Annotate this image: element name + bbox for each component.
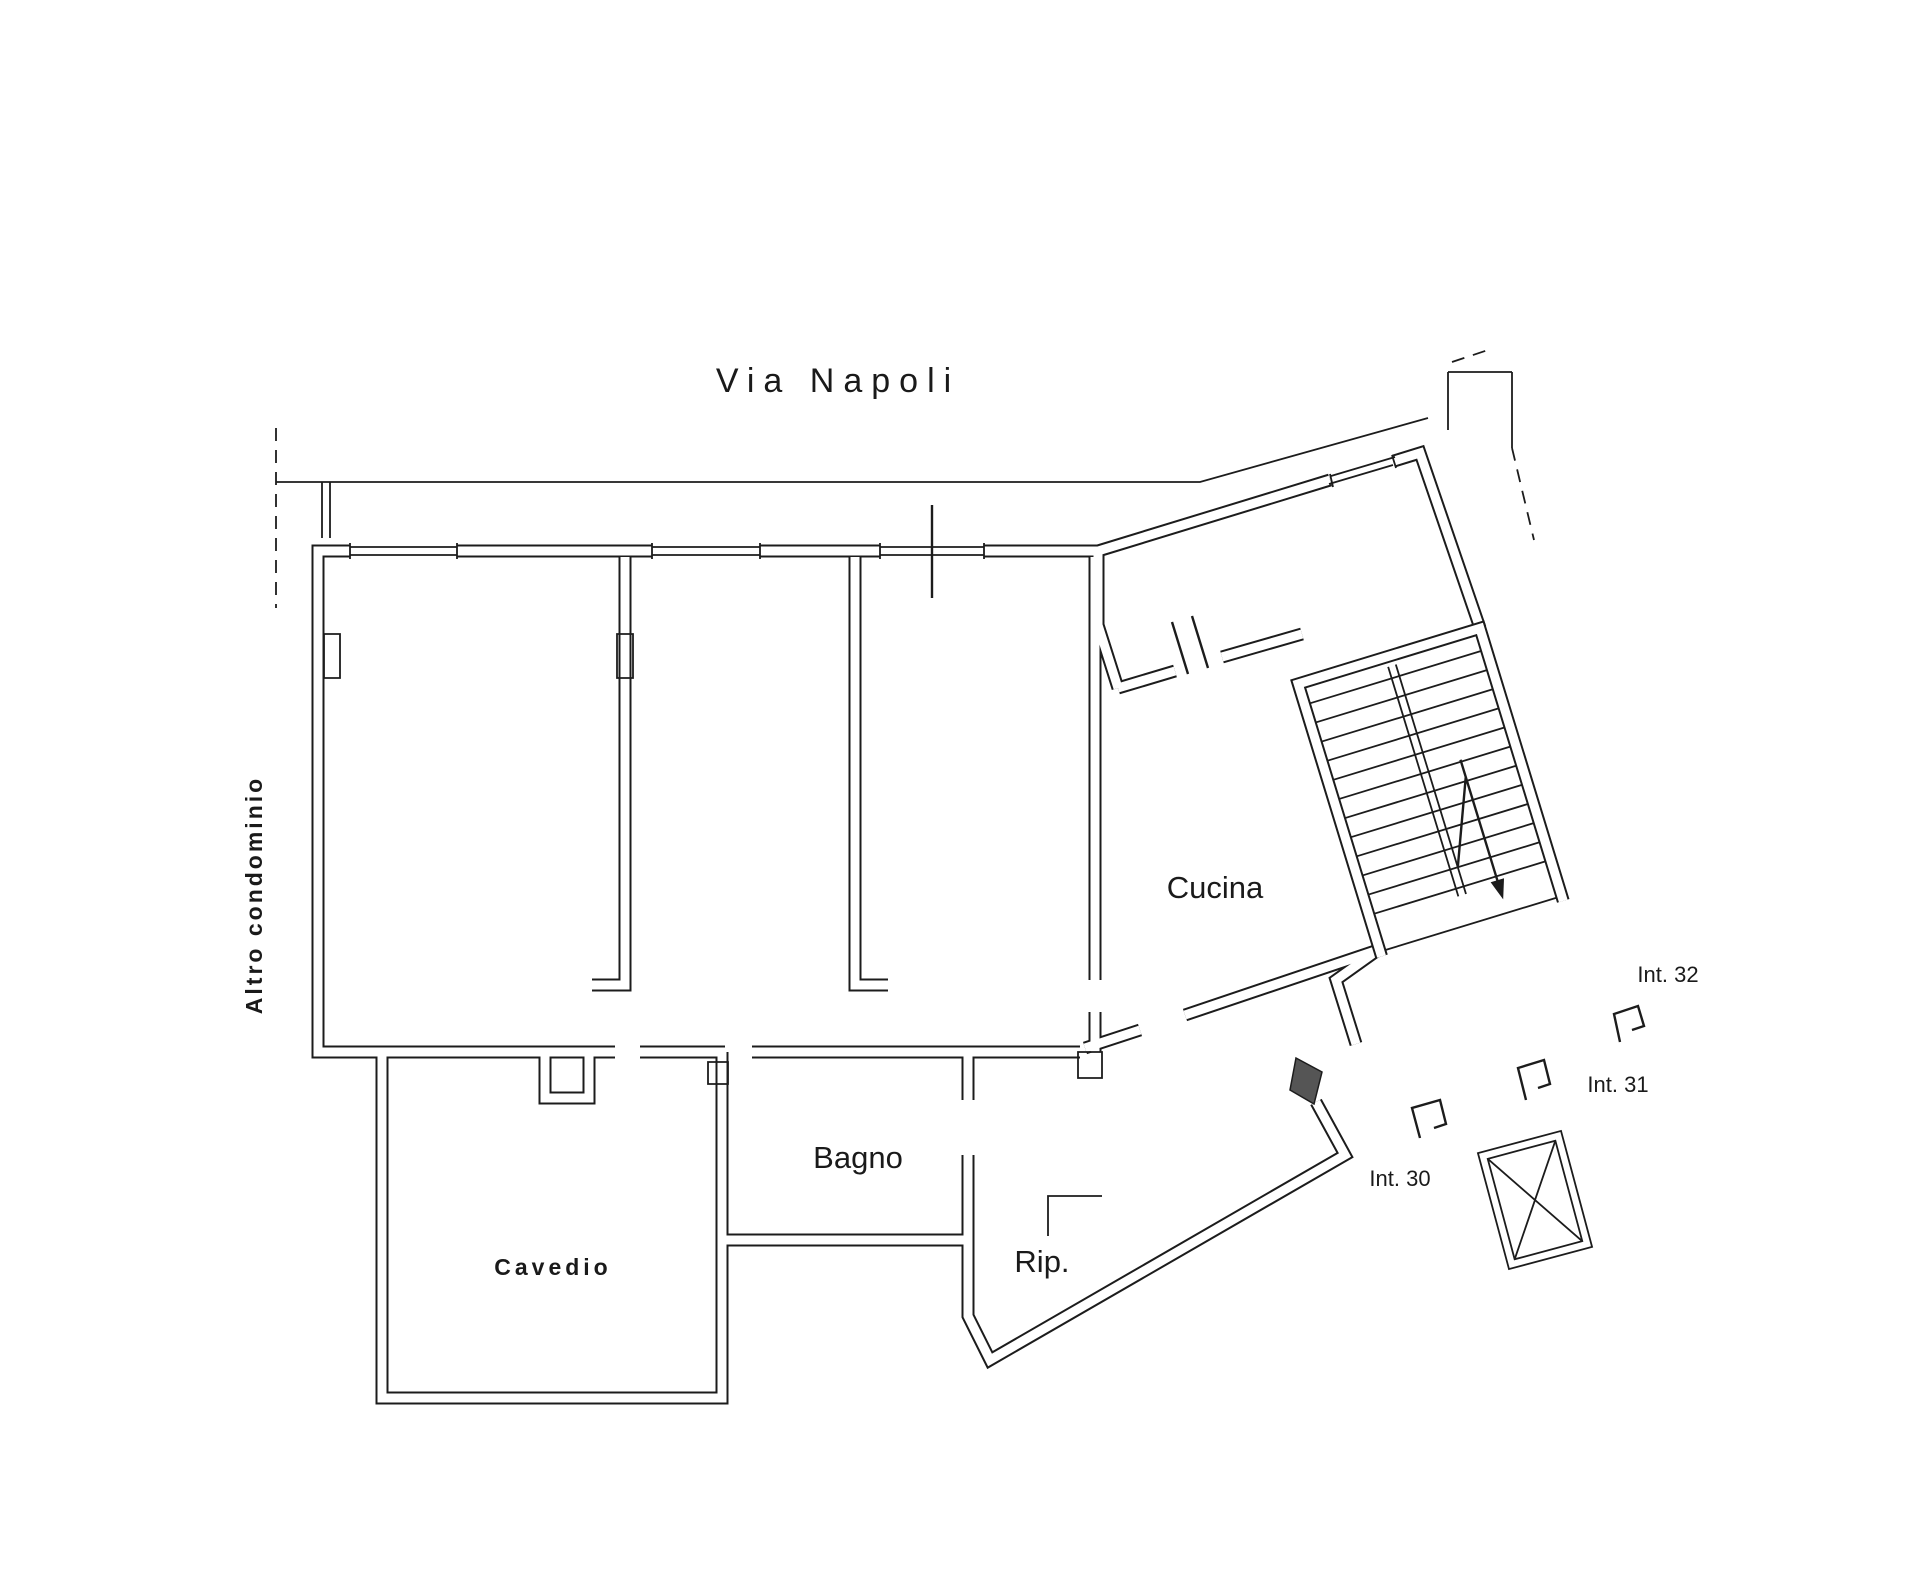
- room-label-cavedio: Cavedio: [494, 1254, 611, 1280]
- elevator-shaft-outer: [1476, 1129, 1594, 1271]
- stairwell: [1290, 620, 1570, 959]
- labels: Via Napoli Altro condominio Cucina Bagno…: [241, 362, 1699, 1280]
- cavedio-walls: [375, 1052, 729, 1405]
- stair-treads: [1310, 650, 1563, 953]
- street-line: [276, 417, 1429, 483]
- unit-label-int-30: Int. 30: [1369, 1166, 1430, 1191]
- room-label-cucina: Cucina: [1167, 870, 1264, 905]
- storage-partition: [1047, 1195, 1102, 1236]
- door-jamb-int-32: [1612, 1004, 1646, 1043]
- kitchen-door-stub: [1077, 1051, 1103, 1079]
- side-building-label: Altro condominio: [241, 776, 267, 1014]
- pilaster-left: [323, 633, 341, 679]
- walls: [311, 444, 1487, 1405]
- elevator-x: [1487, 1140, 1583, 1260]
- room-label-bagno: Bagno: [813, 1140, 903, 1175]
- street-tick-left: [321, 482, 331, 538]
- entry-door-ticks: [1170, 615, 1210, 675]
- bagno-door-jamb: [707, 1061, 729, 1085]
- elevator: [1476, 1129, 1594, 1271]
- boundary-dashed-line-topright: [1451, 349, 1489, 363]
- stair-bottom-line: [1379, 895, 1563, 953]
- unit-label-int-31: Int. 31: [1587, 1072, 1648, 1097]
- partition-walls: [592, 557, 1102, 1052]
- window-vestibule: [1328, 454, 1397, 488]
- door-jamb-int-30: [1410, 1098, 1448, 1139]
- pilaster-partition: [616, 633, 634, 679]
- boundary-dashed-line-right: [1511, 447, 1535, 541]
- street-boundary: [275, 349, 1535, 608]
- stair-stringer: [1387, 664, 1467, 897]
- window-2: [651, 543, 761, 559]
- street-name-label: Via Napoli: [716, 362, 960, 400]
- stair-arrow: [1456, 759, 1505, 900]
- entry-door-hatch: [1289, 1056, 1323, 1106]
- street-corner-notch: [1447, 371, 1513, 448]
- outer-walls: [311, 544, 1098, 1059]
- details: [323, 454, 1646, 1236]
- room-label-rip: Rip.: [1014, 1244, 1069, 1279]
- window-1: [349, 543, 458, 559]
- door-jamb-int-31: [1516, 1058, 1552, 1101]
- unit-label-int-32: Int. 32: [1637, 962, 1698, 987]
